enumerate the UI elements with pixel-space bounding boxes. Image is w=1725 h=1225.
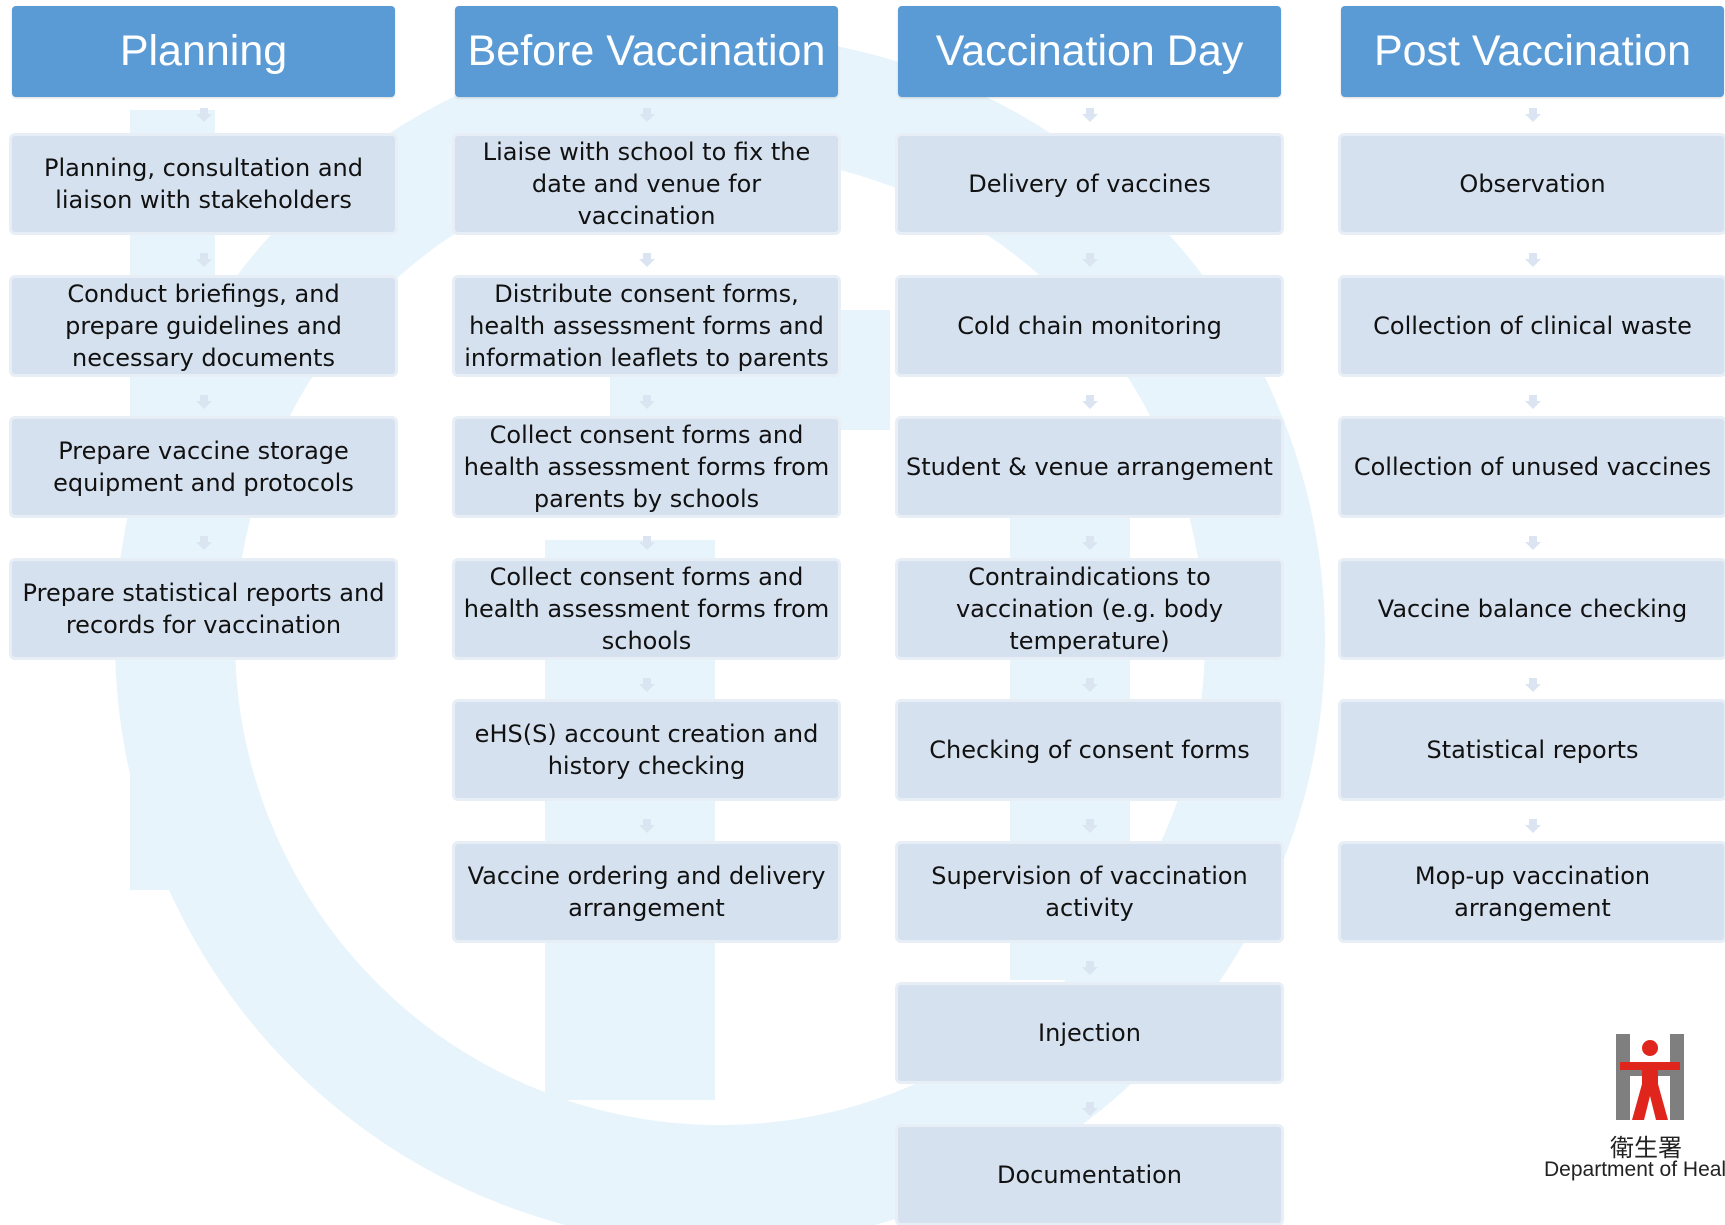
- step-label: Prepare statistical reports and records …: [22, 579, 385, 639]
- step-box-vaccination-day: Injection: [895, 982, 1284, 1084]
- step-box-post-vaccination: Collection of unused vaccines: [1338, 416, 1725, 518]
- step-label: Cold chain monitoring: [957, 312, 1222, 340]
- step-box-before-vaccination: Distribute consent forms, health assessm…: [452, 275, 841, 377]
- step-box-before-vaccination: eHS(S) account creation and history chec…: [452, 699, 841, 801]
- step-box-before-vaccination: Collect consent forms and health assessm…: [452, 416, 841, 518]
- step-box-vaccination-day: Delivery of vaccines: [895, 133, 1284, 235]
- step-label: Collect consent forms and health assessm…: [463, 421, 830, 513]
- step-label: eHS(S) account creation and history chec…: [474, 720, 819, 780]
- step-label: Checking of consent forms: [929, 736, 1250, 764]
- step-label: Supervision of vaccination activity: [931, 862, 1248, 922]
- step-label: Prepare vaccine storage equipment and pr…: [53, 437, 354, 497]
- step-box-vaccination-day: Contraindications to vaccination (e.g. b…: [895, 558, 1284, 660]
- column-header-post-vaccination: Post Vaccination: [1341, 6, 1724, 97]
- logo-english-name: Department of Health: [1544, 1158, 1725, 1181]
- step-box-vaccination-day: Cold chain monitoring: [895, 275, 1284, 377]
- step-label: Collection of clinical waste: [1373, 312, 1692, 340]
- step-box-planning: Prepare statistical reports and records …: [9, 558, 398, 660]
- step-label: Contraindications to vaccination (e.g. b…: [955, 563, 1224, 655]
- step-label: Mop-up vaccination arrangement: [1414, 862, 1651, 922]
- column-header-planning: Planning: [12, 6, 395, 97]
- logo-chinese-name: 衛生署: [1610, 1134, 1682, 1162]
- step-box-post-vaccination: Observation: [1338, 133, 1725, 235]
- step-label: Observation: [1459, 170, 1606, 198]
- step-label: Injection: [1038, 1019, 1141, 1047]
- step-label: Vaccine balance checking: [1377, 595, 1688, 623]
- step-label: Planning, consultation and liaison with …: [44, 154, 363, 214]
- step-box-post-vaccination: Collection of clinical waste: [1338, 275, 1725, 377]
- step-box-before-vaccination: Vaccine ordering and delivery arrangemen…: [452, 841, 841, 943]
- step-label: Delivery of vaccines: [968, 170, 1211, 198]
- step-label: Student & venue arrangement: [906, 453, 1273, 481]
- step-label: Collection of unused vaccines: [1353, 453, 1712, 481]
- step-label: Statistical reports: [1426, 736, 1639, 764]
- step-box-vaccination-day: Student & venue arrangement: [895, 416, 1284, 518]
- step-box-vaccination-day: Supervision of vaccination activity: [895, 841, 1284, 943]
- step-label: Distribute consent forms, health assessm…: [464, 280, 829, 372]
- step-box-post-vaccination: Vaccine balance checking: [1338, 558, 1725, 660]
- step-box-planning: Conduct briefings, and prepare guideline…: [9, 275, 398, 377]
- step-label: Conduct briefings, and prepare guideline…: [65, 280, 342, 372]
- step-box-post-vaccination: Statistical reports: [1338, 699, 1725, 801]
- department-of-health-logo: 衛生署 Department of Health: [1540, 1030, 1725, 1190]
- department-logo-icon: [1616, 1034, 1684, 1120]
- step-box-before-vaccination: Liaise with school to fix the date and v…: [452, 133, 841, 235]
- column-header-vaccination-day: Vaccination Day: [898, 6, 1281, 97]
- step-box-planning: Prepare vaccine storage equipment and pr…: [9, 416, 398, 518]
- step-label: Collect consent forms and health assessm…: [463, 563, 830, 655]
- step-label: Vaccine ordering and delivery arrangemen…: [467, 862, 826, 922]
- step-box-post-vaccination: Mop-up vaccination arrangement: [1338, 841, 1725, 943]
- step-box-before-vaccination: Collect consent forms and health assessm…: [452, 558, 841, 660]
- step-box-vaccination-day: Documentation: [895, 1124, 1284, 1225]
- column-header-before-vaccination: Before Vaccination: [455, 6, 838, 97]
- step-box-planning: Planning, consultation and liaison with …: [9, 133, 398, 235]
- step-label: Documentation: [996, 1161, 1182, 1189]
- step-box-vaccination-day: Checking of consent forms: [895, 699, 1284, 801]
- step-label: Liaise with school to fix the date and v…: [482, 138, 811, 230]
